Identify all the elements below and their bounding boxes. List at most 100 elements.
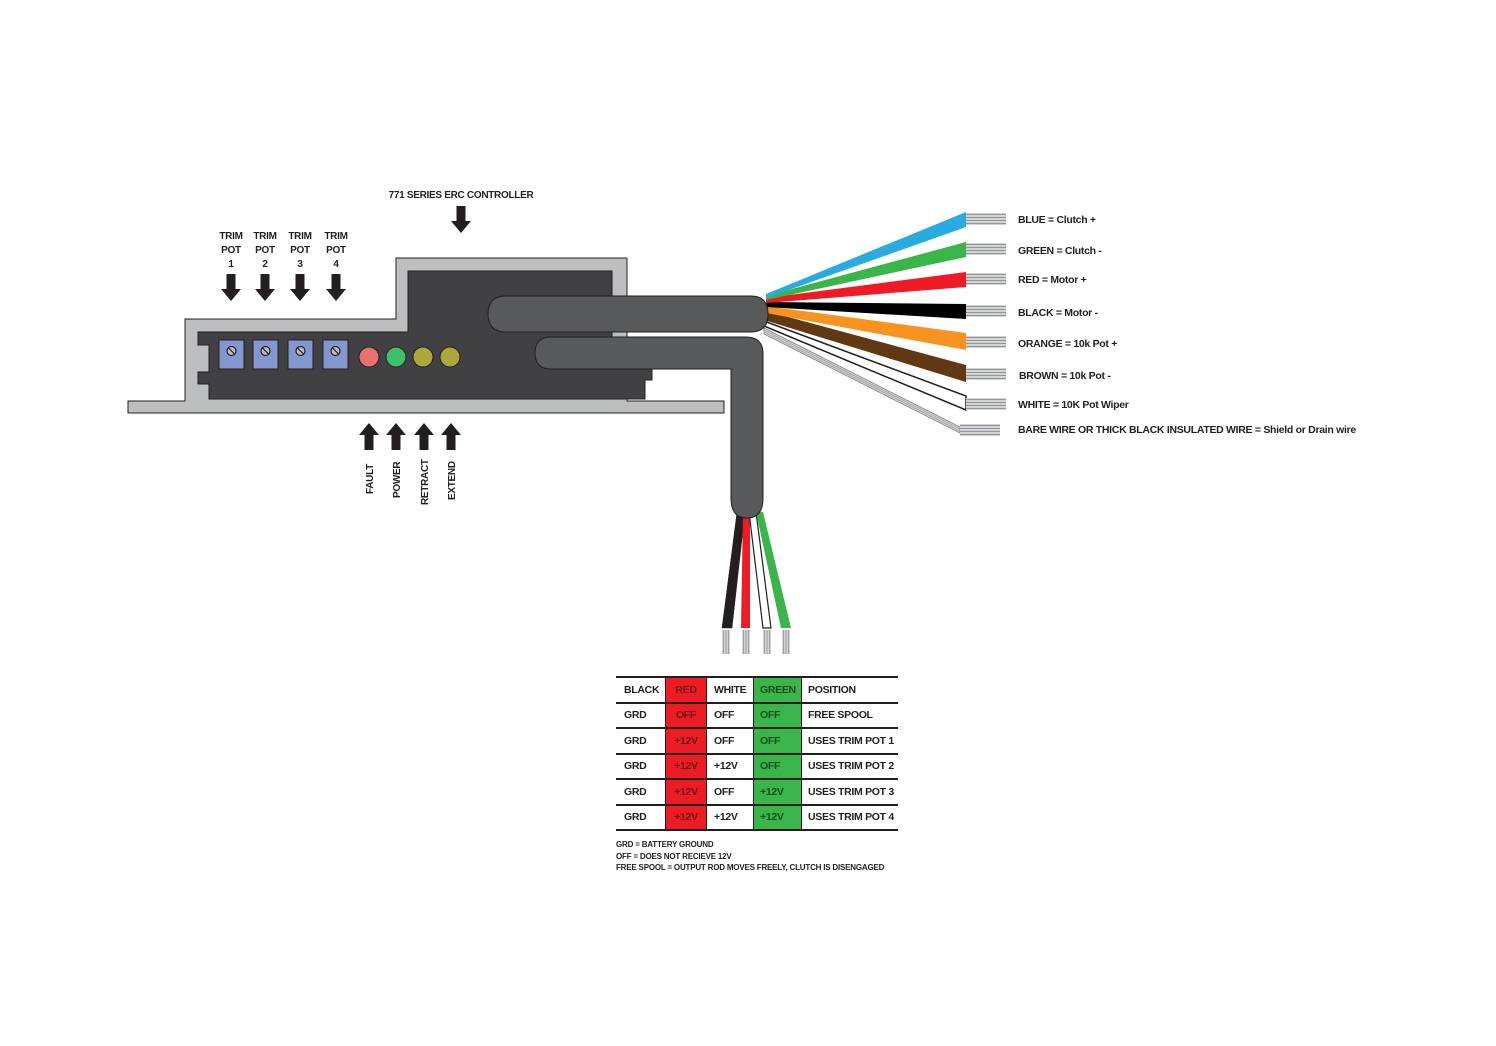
input-cable (534, 336, 764, 519)
cell-green: OFF (753, 752, 802, 780)
wire-legend: BLUE = Clutch + GREEN = Clutch - RED = M… (1018, 214, 1357, 436)
table-row: GRD +12V +12V +12V USES TRIM POT 4 (616, 803, 898, 831)
wire-label-green: GREEN = Clutch - (1018, 245, 1102, 257)
wire-green (766, 242, 966, 300)
trim-pot-3[interactable] (287, 339, 314, 370)
cell-position: USES TRIM POT 1 (801, 727, 898, 755)
svg-text:3: 3 (297, 259, 303, 270)
led-fault (358, 346, 380, 368)
cell-red: +12V (665, 803, 707, 831)
cell-green: OFF (753, 727, 802, 755)
cell-position: USES TRIM POT 2 (801, 752, 898, 780)
header-red: RED (665, 676, 707, 704)
cell-white: OFF (706, 778, 754, 806)
header-white: WHITE (706, 676, 754, 704)
cell-red: OFF (665, 701, 707, 729)
cell-black: GRD (616, 727, 666, 755)
cell-red: +12V (665, 752, 707, 780)
wire-strands-shield (959, 423, 1001, 437)
led-label-power: POWER (392, 461, 403, 498)
wire-label-shield: BARE WIRE OR THICK BLACK INSULATED WIRE … (1018, 424, 1356, 436)
svg-text:TRIM: TRIM (253, 231, 276, 242)
truth-table-section: BLACK RED WHITE GREEN POSITION GRD OFF O… (616, 676, 898, 874)
input-strands-black (721, 629, 731, 655)
trim-pots (218, 339, 349, 370)
cell-white: OFF (706, 727, 754, 755)
actuator-wires (763, 212, 1007, 437)
led-power (385, 346, 407, 368)
wire-strands-brown (965, 367, 1007, 381)
input-wires (721, 511, 791, 655)
table-notes: GRD = BATTERY GROUND OFF = DOES NOT RECI… (616, 839, 898, 874)
svg-text:POT: POT (255, 245, 275, 256)
wire-label-brown: BROWN = 10k Pot - (1019, 370, 1111, 382)
table-row: GRD OFF OFF OFF FREE SPOOL (616, 701, 898, 729)
header-position: POSITION (801, 676, 898, 704)
trim-pot-4[interactable] (322, 339, 349, 370)
cell-red: +12V (665, 727, 707, 755)
wire-blue (766, 212, 966, 298)
svg-text:POT: POT (326, 245, 346, 256)
cell-white: +12V (706, 752, 754, 780)
header-black: BLACK (616, 676, 666, 704)
cell-position: FREE SPOOL (801, 701, 898, 729)
cell-black: GRD (616, 803, 666, 831)
note-off: OFF = DOES NOT RECIEVE 12V (616, 851, 732, 861)
svg-text:TRIM: TRIM (324, 231, 347, 242)
wire-strands-orange (965, 335, 1007, 349)
trim-pot-2[interactable] (252, 339, 279, 370)
trim-pot-labels: TRIM POT 1 TRIM POT 2 TRIM POT 3 TRIM PO… (219, 231, 348, 301)
trim-pot-label-1: TRIM POT 1 (219, 231, 243, 301)
arrow-down-icon (221, 274, 241, 301)
wire-orange (766, 306, 966, 350)
table-row: GRD +12V OFF OFF USES TRIM POT 1 (616, 727, 898, 755)
note-free-spool: FREE SPOOL = OUTPUT ROD MOVES FREELY, CL… (616, 863, 885, 872)
wire-strands-white (965, 397, 1007, 411)
wire-red (766, 272, 966, 303)
arrow-up-icon (441, 423, 461, 450)
svg-text:POT: POT (290, 245, 310, 256)
led-label-fault: FAULT (365, 464, 376, 494)
cell-white: +12V (706, 803, 754, 831)
input-wire-red (741, 512, 750, 628)
trim-pot-label-4: TRIM POT 4 (324, 231, 348, 301)
wire-label-red: RED = Motor + (1018, 274, 1087, 286)
cell-white: OFF (706, 701, 754, 729)
trim-pot-1[interactable] (218, 339, 245, 370)
arrow-up-icon (414, 423, 434, 450)
cell-position: USES TRIM POT 4 (801, 803, 898, 831)
wire-label-black: BLACK = Motor - (1018, 307, 1099, 319)
table-row: GRD +12V OFF +12V USES TRIM POT 3 (616, 778, 898, 806)
wire-brown (764, 311, 966, 382)
led-retract (412, 346, 434, 368)
trim-pot-label-2: TRIM POT 2 (253, 231, 277, 301)
truth-table: BLACK RED WHITE GREEN POSITION GRD OFF O… (616, 676, 898, 831)
led-extend (439, 346, 461, 368)
input-strands-green (781, 629, 791, 655)
cell-position: USES TRIM POT 3 (801, 778, 898, 806)
arrow-down-icon (290, 274, 310, 301)
wire-label-orange: ORANGE = 10k Pot + (1018, 338, 1117, 350)
cell-red: +12V (665, 778, 707, 806)
wire-label-blue: BLUE = Clutch + (1018, 214, 1096, 226)
table-row: GRD +12V +12V OFF USES TRIM POT 2 (616, 752, 898, 780)
status-leds (358, 346, 461, 368)
arrow-down-icon (255, 274, 275, 301)
wire-black (766, 302, 966, 319)
actuator-cable (487, 295, 769, 333)
svg-text:4: 4 (333, 259, 339, 270)
cell-green: +12V (753, 778, 802, 806)
table-header-row: BLACK RED WHITE GREEN POSITION (616, 676, 898, 704)
led-label-extend: EXTEND (447, 461, 458, 500)
wire-label-white: WHITE = 10K Pot Wiper (1018, 399, 1129, 411)
trim-pot-label-3: TRIM POT 3 (288, 231, 312, 301)
arrow-down-icon (326, 274, 346, 301)
cell-green: OFF (753, 701, 802, 729)
svg-text:2: 2 (262, 259, 268, 270)
note-grd: GRD = BATTERY GROUND (616, 840, 714, 849)
arrow-up-icon (386, 423, 406, 450)
input-wire-green (756, 512, 791, 628)
wire-strands-blue (965, 212, 1007, 226)
led-label-retract: RETRACT (420, 459, 431, 505)
